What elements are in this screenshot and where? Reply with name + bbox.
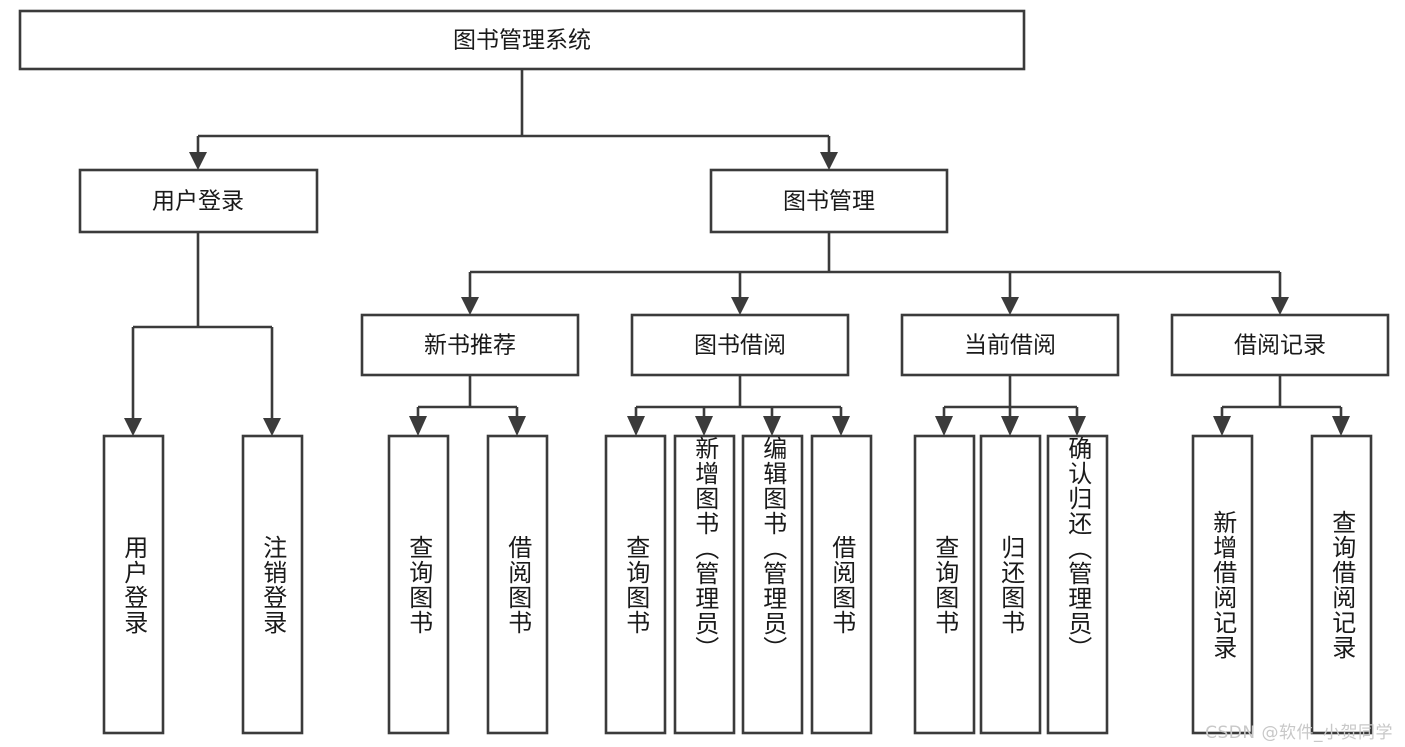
connector-group-root [189, 69, 838, 170]
arrowhead-leaf-add-borrow-record [1213, 416, 1231, 436]
arrowhead-leaf-query-borrow-record [1332, 416, 1350, 436]
leaf-box-logout[interactable] [241, 434, 304, 735]
leaf-box-query-borrow-record[interactable] [1310, 434, 1373, 735]
node-user-login[interactable]: 用户登录 [78, 168, 319, 234]
arrowhead-leaf-query-book-borrow [627, 416, 645, 436]
node-new-book-recommend-label: 新书推荐 [424, 333, 516, 359]
leaf-box-edit-book-admin[interactable] [741, 434, 804, 735]
leaf-box-add-borrow-record[interactable] [1191, 434, 1254, 735]
arrowhead-leaf-query-book-current [935, 416, 953, 436]
node-borrow-records[interactable]: 借阅记录 [1170, 313, 1390, 377]
arrowhead-leaf-user-login [124, 418, 142, 436]
node-borrow-records-box[interactable] [1170, 313, 1390, 377]
leaf-box-confirm-return-admin[interactable] [1046, 434, 1109, 735]
node-book-borrow-label: 图书借阅 [694, 333, 786, 359]
node-new-book-recommend-box[interactable] [360, 313, 580, 377]
arrowhead-book-borrow [731, 297, 749, 315]
node-book-management[interactable]: 图书管理 [709, 168, 949, 234]
leaf-box-query-book-borrow[interactable] [604, 434, 667, 735]
arrowhead-leaf-add-book-admin [695, 416, 713, 436]
node-book-borrow-box[interactable] [630, 313, 850, 377]
leaf-box-query-book-current[interactable] [913, 434, 976, 735]
arrowhead-leaf-query-book-recommend [409, 416, 427, 436]
csdn-watermark: CSDN @软件_小贺同学 [1205, 723, 1393, 743]
node-current-borrow-box[interactable] [900, 313, 1120, 377]
arrowhead-current-borrow [1001, 297, 1019, 315]
arrowhead-leaf-logout [263, 418, 281, 436]
arrowhead-book-management [820, 152, 838, 170]
node-current-borrow-label: 当前借阅 [964, 333, 1056, 359]
arrowhead-leaf-confirm-return-admin [1068, 416, 1086, 436]
node-book-management-label: 图书管理 [783, 189, 875, 215]
arrowhead-leaf-edit-book-admin [763, 416, 781, 436]
leaf-box-return-book[interactable] [979, 434, 1042, 735]
connector-group-new-book-recommend [409, 375, 526, 436]
leaf-box-borrow-book[interactable] [810, 434, 873, 735]
leaf-box-user-login[interactable] [102, 434, 165, 735]
node-borrow-records-label: 借阅记录 [1234, 333, 1326, 359]
node-root-box[interactable] [18, 9, 1026, 71]
arrowhead-leaf-return-book [1001, 416, 1019, 436]
node-book-borrow[interactable]: 图书借阅 [630, 313, 850, 377]
node-book-management-box[interactable] [709, 168, 949, 234]
leaf-box-borrow-book-recommend[interactable] [486, 434, 549, 735]
arrowhead-leaf-borrow-book [832, 416, 850, 436]
connector-group-borrow-records [1213, 375, 1350, 436]
connector-group-user-login [124, 232, 281, 436]
arrowhead-borrow-records [1271, 297, 1289, 315]
node-user-login-label: 用户登录 [152, 189, 244, 215]
connector-group-current-borrow [935, 375, 1086, 436]
leaf-boxes [102, 434, 1373, 735]
arrowhead-new-book-recommend [461, 297, 479, 315]
leaf-box-query-book-recommend[interactable] [387, 434, 450, 735]
node-user-login-box[interactable] [78, 168, 319, 234]
connector-group-book-borrow [627, 375, 850, 436]
leaf-box-add-book-admin[interactable] [673, 434, 736, 735]
node-new-book-recommend[interactable]: 新书推荐 [360, 313, 580, 377]
node-root[interactable]: 图书管理系统 [18, 9, 1026, 71]
arrowhead-user-login [189, 152, 207, 170]
node-current-borrow[interactable]: 当前借阅 [900, 313, 1120, 377]
arrowhead-leaf-borrow-book-recommend [508, 416, 526, 436]
node-root-label: 图书管理系统 [453, 28, 591, 54]
connector-group-book-management [461, 232, 1289, 315]
